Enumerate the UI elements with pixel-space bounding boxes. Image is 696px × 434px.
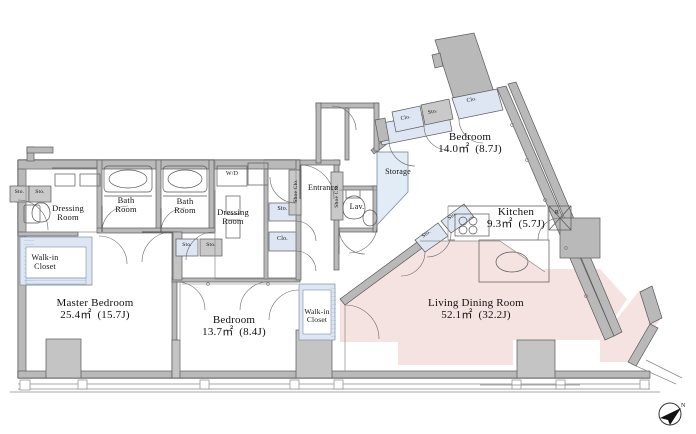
partition-lines bbox=[17, 159, 549, 371]
compass-label: N bbox=[681, 403, 686, 409]
window-openings bbox=[182, 123, 588, 298]
living-dining-floor-fill bbox=[340, 241, 660, 365]
north-arrow-icon: N bbox=[658, 402, 686, 426]
door-swings bbox=[17, 105, 561, 340]
door-leaves bbox=[101, 165, 340, 254]
balcony-window-band bbox=[10, 359, 683, 393]
closet-fills bbox=[9, 98, 475, 341]
compass-north-indicator: N bbox=[654, 398, 688, 428]
